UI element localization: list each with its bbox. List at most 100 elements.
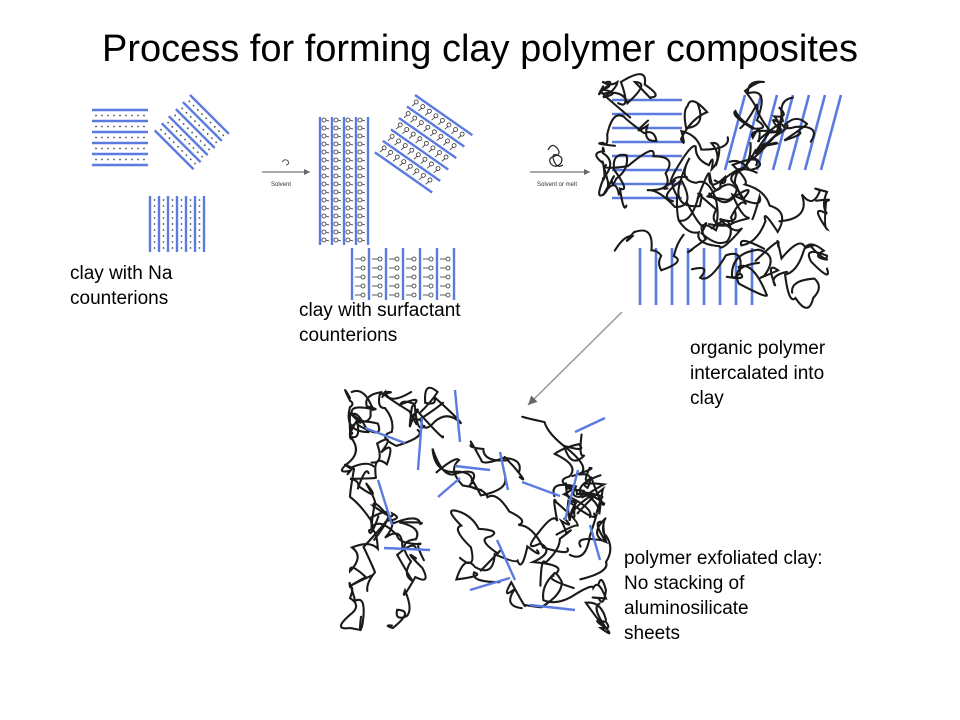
na-ion-dot xyxy=(196,108,199,111)
caption-clay-surfactant: clay with surfactant counterions xyxy=(299,300,461,346)
na-ion-dot xyxy=(218,130,220,132)
na-ion-dot xyxy=(171,217,174,219)
surfactant-head xyxy=(321,117,327,123)
na-ion-dot xyxy=(198,241,201,243)
na-ion-dot xyxy=(191,131,194,134)
surfactant-head xyxy=(345,165,351,171)
surfactant-head xyxy=(432,129,437,135)
surfactant-tail xyxy=(412,172,416,176)
surfactant-tail xyxy=(361,183,366,186)
polymer-chain xyxy=(733,80,765,130)
surfactant-head xyxy=(381,145,387,151)
na-ion-dot xyxy=(186,127,189,130)
clay-sheet xyxy=(803,94,827,171)
surfactant-tail xyxy=(337,143,342,146)
surfactant-head xyxy=(345,237,351,243)
surfactant-tail xyxy=(325,143,330,146)
surfactant-head xyxy=(453,127,458,132)
polymer-chain xyxy=(730,158,784,250)
surfactant-tail xyxy=(349,175,354,178)
na-ion-dot xyxy=(208,148,210,151)
surfactant-tail xyxy=(349,215,354,218)
surfactant-head xyxy=(389,133,395,139)
surfactant-head xyxy=(333,197,339,203)
surfactant-head xyxy=(357,181,363,187)
na-ion-dot xyxy=(137,136,139,139)
na-ion-dot xyxy=(101,158,103,161)
surfactant-head xyxy=(405,111,411,116)
surfactant-tail xyxy=(361,167,366,170)
na-ion-dot xyxy=(167,121,169,124)
surfactant-tail xyxy=(337,151,342,154)
surfactant-head xyxy=(377,283,383,289)
surfactant-tail xyxy=(337,175,342,178)
na-ion-dot xyxy=(189,205,192,207)
surfactant-tail xyxy=(361,151,366,154)
surfactant-head xyxy=(321,165,327,171)
surfactant-head xyxy=(321,213,327,219)
surfactant-head xyxy=(333,213,339,219)
clay-sheet xyxy=(390,128,449,171)
surfactant-head xyxy=(394,292,400,298)
surfactant-head xyxy=(357,125,363,131)
surfactant-head xyxy=(333,229,339,235)
surfactant-head xyxy=(345,173,351,179)
surfactant-head xyxy=(425,124,431,130)
na-ion-dot xyxy=(162,199,165,201)
clay-sheet xyxy=(153,129,195,171)
surfactant-tail xyxy=(325,167,330,170)
na-ion-dot xyxy=(107,136,109,139)
na-ion-dot xyxy=(174,114,177,117)
surfactant-head xyxy=(357,229,363,235)
surfactant-tail xyxy=(337,127,342,130)
na-ion-dot xyxy=(198,217,201,219)
surfactant-head xyxy=(333,181,339,187)
surfactant-tail xyxy=(325,175,330,178)
surfactant-tail xyxy=(325,191,330,194)
surfactant-head xyxy=(423,140,429,146)
surfactant-head xyxy=(420,104,426,109)
na-ion-dot xyxy=(194,120,196,123)
surfactant-tail xyxy=(325,207,330,210)
surfactant-tail xyxy=(349,183,354,186)
surfactant-tail xyxy=(444,126,449,130)
na-ion-dot xyxy=(211,137,213,140)
clay-sheet xyxy=(521,480,561,498)
na-ion-dot xyxy=(137,114,139,117)
polymer-chain xyxy=(598,114,658,147)
polymer-chain xyxy=(349,438,392,490)
surfactant-tail xyxy=(433,169,438,174)
surfactant-head xyxy=(428,256,434,262)
na-ion-dot xyxy=(153,211,156,213)
na-ion-dot xyxy=(95,158,97,161)
clay-sheet xyxy=(167,115,209,156)
na-ion-dot xyxy=(189,217,192,219)
surfactant-head xyxy=(451,143,457,148)
na-ion-dot xyxy=(113,158,115,161)
clay-sheet xyxy=(398,116,457,160)
na-ion-dot xyxy=(162,205,165,207)
polymer-chain xyxy=(398,398,445,430)
polymer-chain xyxy=(542,571,608,604)
surfactant-head xyxy=(333,189,339,195)
surfactant-head xyxy=(321,125,327,131)
surfactant-head xyxy=(345,213,351,219)
surfactant-tail xyxy=(361,127,366,130)
na-ion-dot xyxy=(181,107,184,110)
caption-intercalated: organic polymer intercalated into clay xyxy=(690,338,826,409)
caption-clay-na: clay with Na counterions xyxy=(70,263,173,309)
surfactant-tail xyxy=(361,159,366,162)
na-ion-dot xyxy=(137,158,139,161)
surfactant-tail xyxy=(392,158,397,162)
surfactant-tail xyxy=(325,159,330,162)
surfactant-tail xyxy=(415,140,419,144)
surfactant-tail xyxy=(428,149,433,153)
surfactant-tail xyxy=(403,114,408,119)
surfactant-head xyxy=(422,156,428,162)
surfactant-head xyxy=(388,150,394,155)
surfactant-tail xyxy=(325,183,330,186)
surfactant-tail xyxy=(349,191,354,194)
surfactant-head xyxy=(401,159,407,165)
surfactant-head xyxy=(394,265,400,271)
